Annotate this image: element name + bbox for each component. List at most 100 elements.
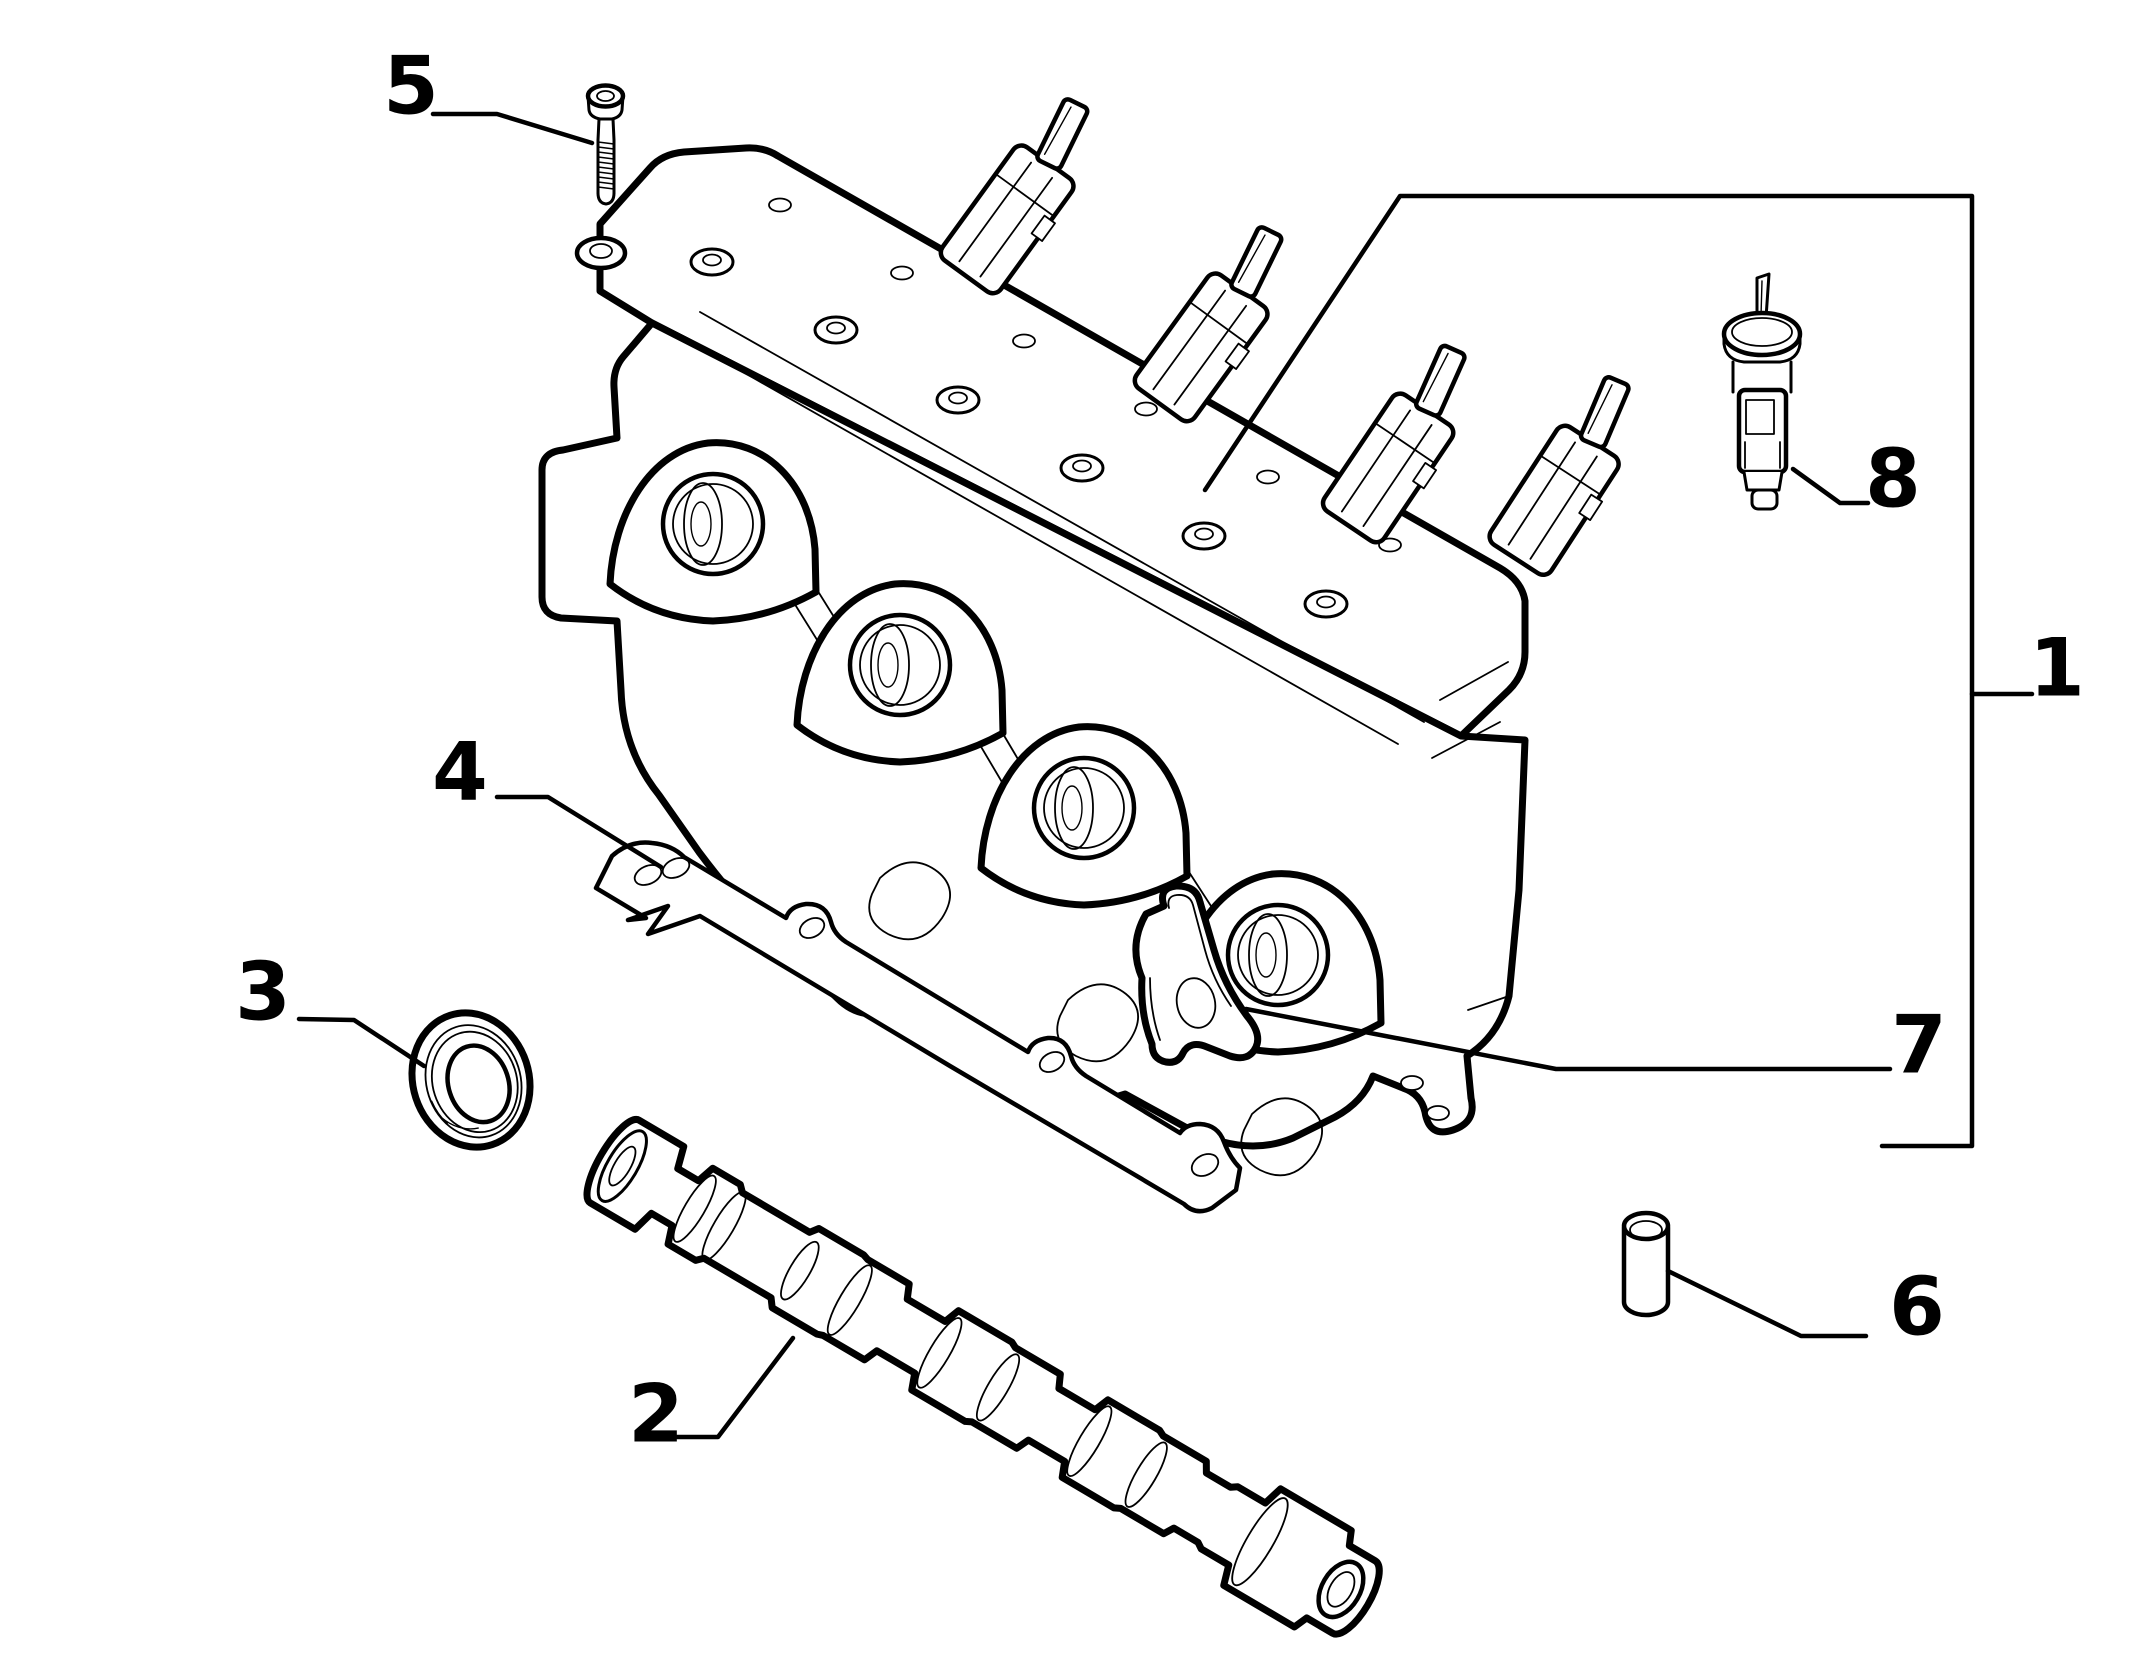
chamber-contour (868, 861, 951, 941)
cam-journal-inner (1237, 914, 1319, 996)
terminal-blade (1578, 375, 1631, 450)
connector-plug (1132, 225, 1284, 424)
stud-boss (574, 235, 628, 271)
sensor-flange-inner (1731, 317, 1793, 347)
cam-journal-bore (690, 501, 712, 547)
bolt-threads (597, 141, 615, 190)
plug-seam (1152, 289, 1226, 391)
sensor-flange (1721, 310, 1803, 358)
callout-leader-4 (494, 794, 664, 870)
cam-lobe-face (780, 1240, 820, 1301)
gasket (593, 840, 1243, 1214)
sensor-step (1742, 470, 1784, 492)
callout-label-7: 7 (1891, 999, 1947, 1092)
plug-latch (1030, 214, 1056, 242)
plug-terminal (1578, 375, 1631, 450)
plug-collar (1188, 301, 1249, 346)
bolt-boss (1181, 521, 1227, 551)
cam-journal-bore (877, 642, 899, 688)
camshaft-outline (583, 1116, 1383, 1638)
plug-collar (1374, 422, 1436, 465)
plug-seam (1362, 424, 1433, 527)
bolt-boss (1059, 453, 1105, 483)
bolt-boss-hole (1316, 595, 1336, 609)
gasket-outline (593, 840, 1243, 1214)
plug-latch (1412, 461, 1438, 490)
plug-collar (994, 173, 1055, 218)
callout-leader-8 (1790, 466, 1871, 506)
mount-hole (1426, 1105, 1450, 1121)
connector-plug (1487, 375, 1631, 578)
cam-journal-inner (672, 483, 754, 565)
sensor-window (1745, 399, 1775, 435)
plate-hole (1378, 537, 1402, 553)
cam-journal-inner (1043, 767, 1125, 849)
cam-journal-face (870, 623, 910, 707)
sensor-blade-line (1760, 280, 1763, 317)
plug-collar (1539, 454, 1602, 496)
bolt-boss-hole (948, 391, 968, 405)
camshaft (583, 1116, 1383, 1638)
connector-plug (938, 97, 1090, 296)
bolt-boss (813, 315, 859, 345)
support-bracket (1132, 882, 1262, 1066)
cam-lobe-face (826, 1264, 873, 1336)
chamber-contour (1240, 1097, 1323, 1177)
bolt-boss-hole (1194, 527, 1214, 541)
right-end-detail (1431, 661, 1510, 1011)
plate-hole (1256, 469, 1280, 485)
sensor (1721, 272, 1803, 511)
seal-lip-detail (430, 1100, 479, 1130)
gasket-eyelet (1190, 1153, 1220, 1177)
plug-seam (1340, 409, 1411, 513)
plug-seam (1529, 455, 1598, 560)
sensor-seams (1744, 441, 1781, 469)
bracket-hole (1175, 977, 1217, 1029)
gasket-eyelet (633, 864, 663, 886)
mount-hole (1400, 1075, 1424, 1091)
terminal-blade (1229, 225, 1284, 299)
cam-journal-bore (1255, 932, 1277, 978)
plug-terminal (1035, 97, 1090, 171)
callout-leader-1 (1202, 193, 1975, 1149)
plug-terminal (1229, 225, 1284, 299)
callout-leader-2 (672, 1335, 796, 1440)
bolt (585, 83, 626, 206)
callout-label-1: 1 (2029, 622, 2085, 715)
gasket-eyelet (661, 857, 691, 879)
terminal-line (1043, 106, 1072, 155)
bolt-shank (596, 117, 616, 195)
cam-journal-bore (1061, 785, 1083, 831)
plate-rib (675, 333, 1399, 745)
seal-ring (430, 1030, 519, 1134)
bolt-boss (935, 385, 981, 415)
bolt-boss-hole (702, 253, 722, 267)
bracket-outline (1132, 882, 1262, 1066)
cam-end-bore-inner (1326, 1571, 1356, 1608)
oil-seal (408, 1009, 534, 1151)
seal-bore (445, 1043, 512, 1125)
cylinder-head-assembly (538, 97, 1631, 1177)
cam-lobe-face (701, 1191, 747, 1261)
plate-hole (1134, 401, 1158, 417)
plug-seam (1507, 441, 1576, 546)
plug-latch (1578, 493, 1604, 522)
callout-leader-5 (430, 111, 595, 146)
terminal-line (1587, 384, 1613, 435)
plate-rib (699, 311, 1425, 723)
cam-flange-face (1231, 1497, 1289, 1587)
cam-lobe-face (916, 1317, 963, 1389)
plug-latch (1224, 342, 1250, 370)
cam-journal-inner (859, 624, 941, 706)
bolt-socket (596, 90, 615, 102)
pin-top-inner (1629, 1220, 1663, 1240)
cam-lobe-face (1124, 1441, 1168, 1508)
bolt-tip (596, 191, 616, 206)
cam-journal-face (683, 482, 723, 566)
dowel-pin (1621, 1210, 1671, 1318)
callout-leader-7 (1243, 1006, 1893, 1072)
cam-lobe-face (975, 1353, 1021, 1422)
seal-outer-ring (408, 1009, 534, 1151)
